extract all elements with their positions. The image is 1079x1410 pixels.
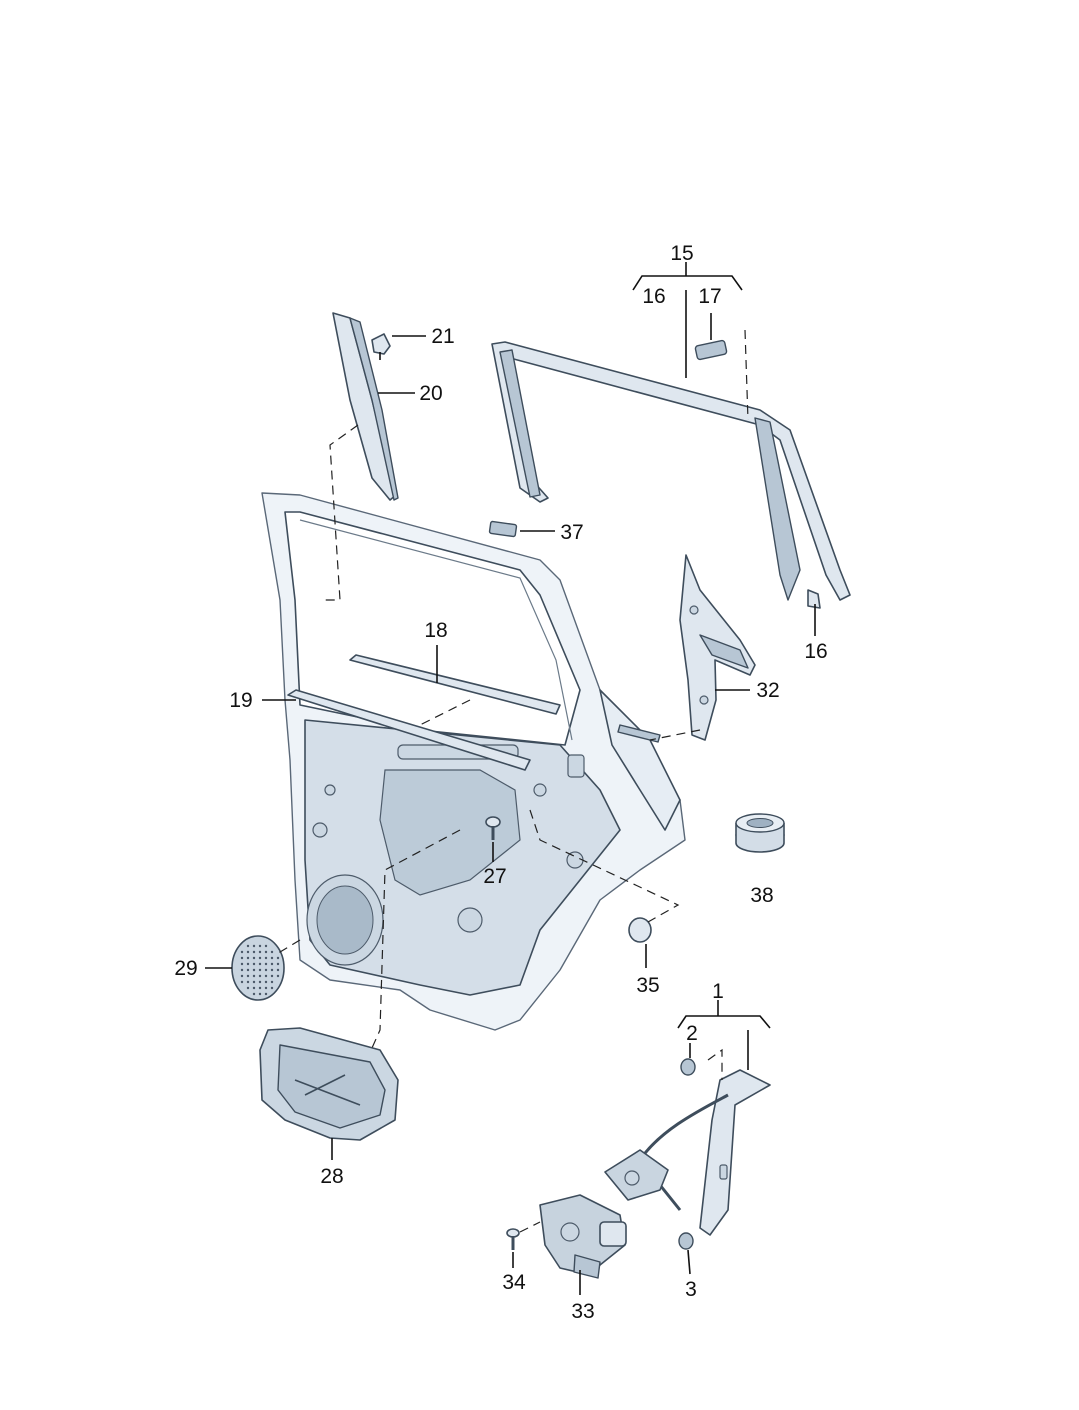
callout-2: 2 [686, 1022, 698, 1045]
callout-37: 37 [560, 521, 583, 544]
screw-part-27 [485, 816, 501, 840]
callout-1: 1 [712, 980, 724, 1003]
callout-19: 19 [229, 689, 252, 712]
callout-32: 32 [756, 679, 779, 702]
callout-21: 21 [431, 325, 454, 348]
outer-belt-strip-19 [287, 689, 531, 771]
callout-3: 3 [685, 1278, 697, 1301]
callout-28: 28 [320, 1165, 343, 1188]
clip-part-21 [371, 333, 391, 360]
grommet-part-38 [735, 813, 785, 853]
assembly-lines [274, 329, 749, 1233]
callout-20: 20 [419, 382, 442, 405]
callout-16-lower: 16 [804, 640, 827, 663]
callout-33: 33 [571, 1300, 594, 1323]
callout-17: 17 [698, 285, 721, 308]
callout-27: 27 [483, 865, 506, 888]
leader-lines [205, 262, 816, 1295]
callout-labels: 1 2 3 15 16 16 17 18 19 20 21 27 28 29 3… [174, 242, 827, 1323]
callout-38: 38 [750, 884, 773, 907]
window-channel-part-15 [491, 341, 851, 609]
callout-35: 35 [636, 974, 659, 997]
trim-insert-part-28 [259, 1027, 399, 1141]
nut-part-2 [680, 1058, 696, 1076]
pad-part-37 [488, 520, 518, 538]
callout-16-upper: 16 [642, 285, 665, 308]
window-motor-part-33 [539, 1194, 627, 1279]
callout-29: 29 [174, 957, 197, 980]
window-guide-part-32 [679, 554, 756, 741]
nut-part-3 [678, 1232, 694, 1250]
window-regulator-part-1 [604, 1069, 771, 1236]
plug-part-35 [628, 917, 652, 943]
inner-belt-strip-18 [349, 654, 561, 715]
callout-34: 34 [502, 1271, 526, 1294]
door-shell [261, 492, 686, 1031]
speaker-grille-part-29 [231, 935, 285, 1001]
channel-clip-16 [807, 589, 821, 609]
pad-part-17 [694, 339, 728, 361]
pillar-trim-part-20 [332, 312, 399, 501]
callout-15: 15 [670, 242, 693, 265]
screw-part-34 [506, 1228, 520, 1250]
callout-18: 18 [424, 619, 447, 642]
